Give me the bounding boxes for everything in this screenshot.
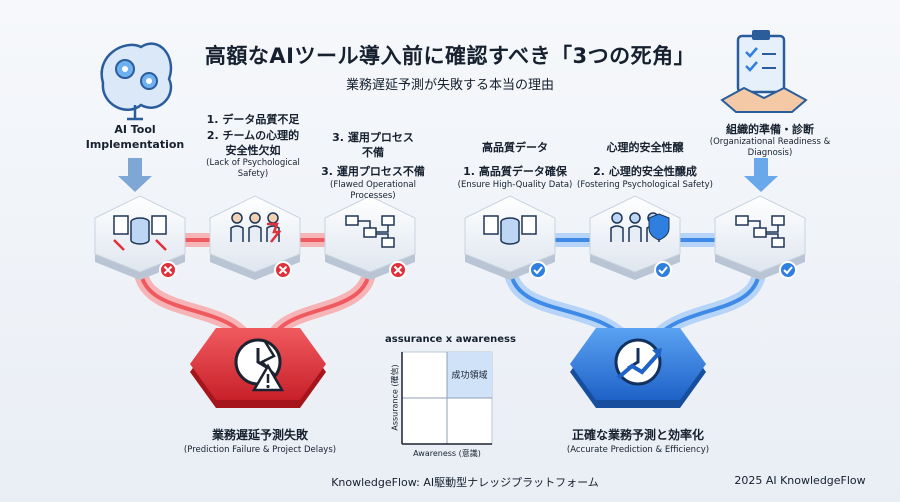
check-badge-icon: [654, 261, 672, 279]
team-shield-icon: [610, 212, 670, 242]
matrix-x-axis: Awareness (意識): [413, 449, 481, 458]
clipboard-handshake-icon: [720, 30, 808, 113]
failure-label: 業務遅延予測失敗: [211, 428, 308, 442]
issue-3b-label: 3. 運用プロセス不備: [321, 165, 425, 178]
issue-3-label: 3. 運用プロセス 不備: [332, 131, 414, 159]
page-title: 高額なAIツール導入前に確認すべき「3つの死角」: [204, 44, 696, 68]
solution-2-heading: 心理的安全性醸: [606, 141, 684, 154]
issue-3b-sub: (Flawed Operational Processes): [330, 180, 416, 201]
issue-2-label: 2. チームの心理的 安全性欠如: [206, 129, 300, 157]
growth-clock-icon: [614, 338, 662, 386]
footer-brand: KnowledgeFlow: AI駆動型ナレッジプラットフォーム: [331, 476, 599, 489]
solution-2-sub: (Fostering Psychological Safety): [577, 180, 713, 190]
footer-copyright: 2025 AI KnowledgeFlow: [734, 474, 866, 487]
arrow-down-icon: [744, 158, 778, 192]
flowchart-icon: [735, 215, 785, 248]
success-sub: (Accurate Prediction & Efficiency): [566, 445, 710, 455]
broken-documents-icon: [113, 215, 167, 251]
issue-1-label: 1. データ品質不足: [206, 113, 300, 126]
database-documents-icon: [483, 215, 537, 245]
start-label: AI Tool Implementation: [85, 123, 185, 151]
tile-1: [94, 195, 186, 280]
issue-2-sub: (Lack of Psychological Safety): [206, 158, 300, 179]
success-label: 正確な業務予測と効率化: [571, 428, 704, 442]
solution-1-sub: (Ensure High-Quality Data): [457, 180, 573, 190]
error-badge-icon: [159, 261, 177, 279]
solution-2-label: 2. 心理的安全性醸成: [593, 165, 697, 178]
error-badge-icon: [389, 261, 407, 279]
tile-3: [324, 195, 416, 280]
tile-5: [589, 195, 681, 280]
failure-sub: (Prediction Failure & Project Delays): [183, 445, 337, 455]
solution-1-label: 1. 高品質データ確保: [463, 165, 567, 178]
tile-4: [464, 195, 556, 280]
tile-6: [714, 195, 806, 280]
readiness-label: 組織的準備・診断: [726, 123, 814, 136]
process-tiles: [94, 195, 806, 280]
check-badge-icon: [779, 261, 797, 279]
solution-1-heading: 高品質データ: [482, 141, 548, 154]
readiness-sub: (Organizational Readiness & Diagnosis): [709, 137, 831, 158]
brain-gear-icon: [100, 42, 173, 121]
page-subtitle: 業務遅延予測が失敗する本当の理由: [345, 78, 554, 93]
matrix-quadrant-label: 成功領域: [451, 371, 488, 381]
arrow-down-icon: [118, 158, 152, 192]
tangled-process-icon: [345, 215, 395, 248]
tile-2: [209, 195, 301, 280]
broken-clock-icon: [234, 338, 285, 392]
matrix-title: assurance x awareness: [385, 334, 516, 345]
matrix-y-axis: Assurance (確信): [390, 364, 400, 431]
assurance-awareness-matrix: [401, 351, 493, 445]
error-badge-icon: [274, 261, 292, 279]
check-badge-icon: [529, 261, 547, 279]
stressed-team-icon: [230, 212, 282, 243]
